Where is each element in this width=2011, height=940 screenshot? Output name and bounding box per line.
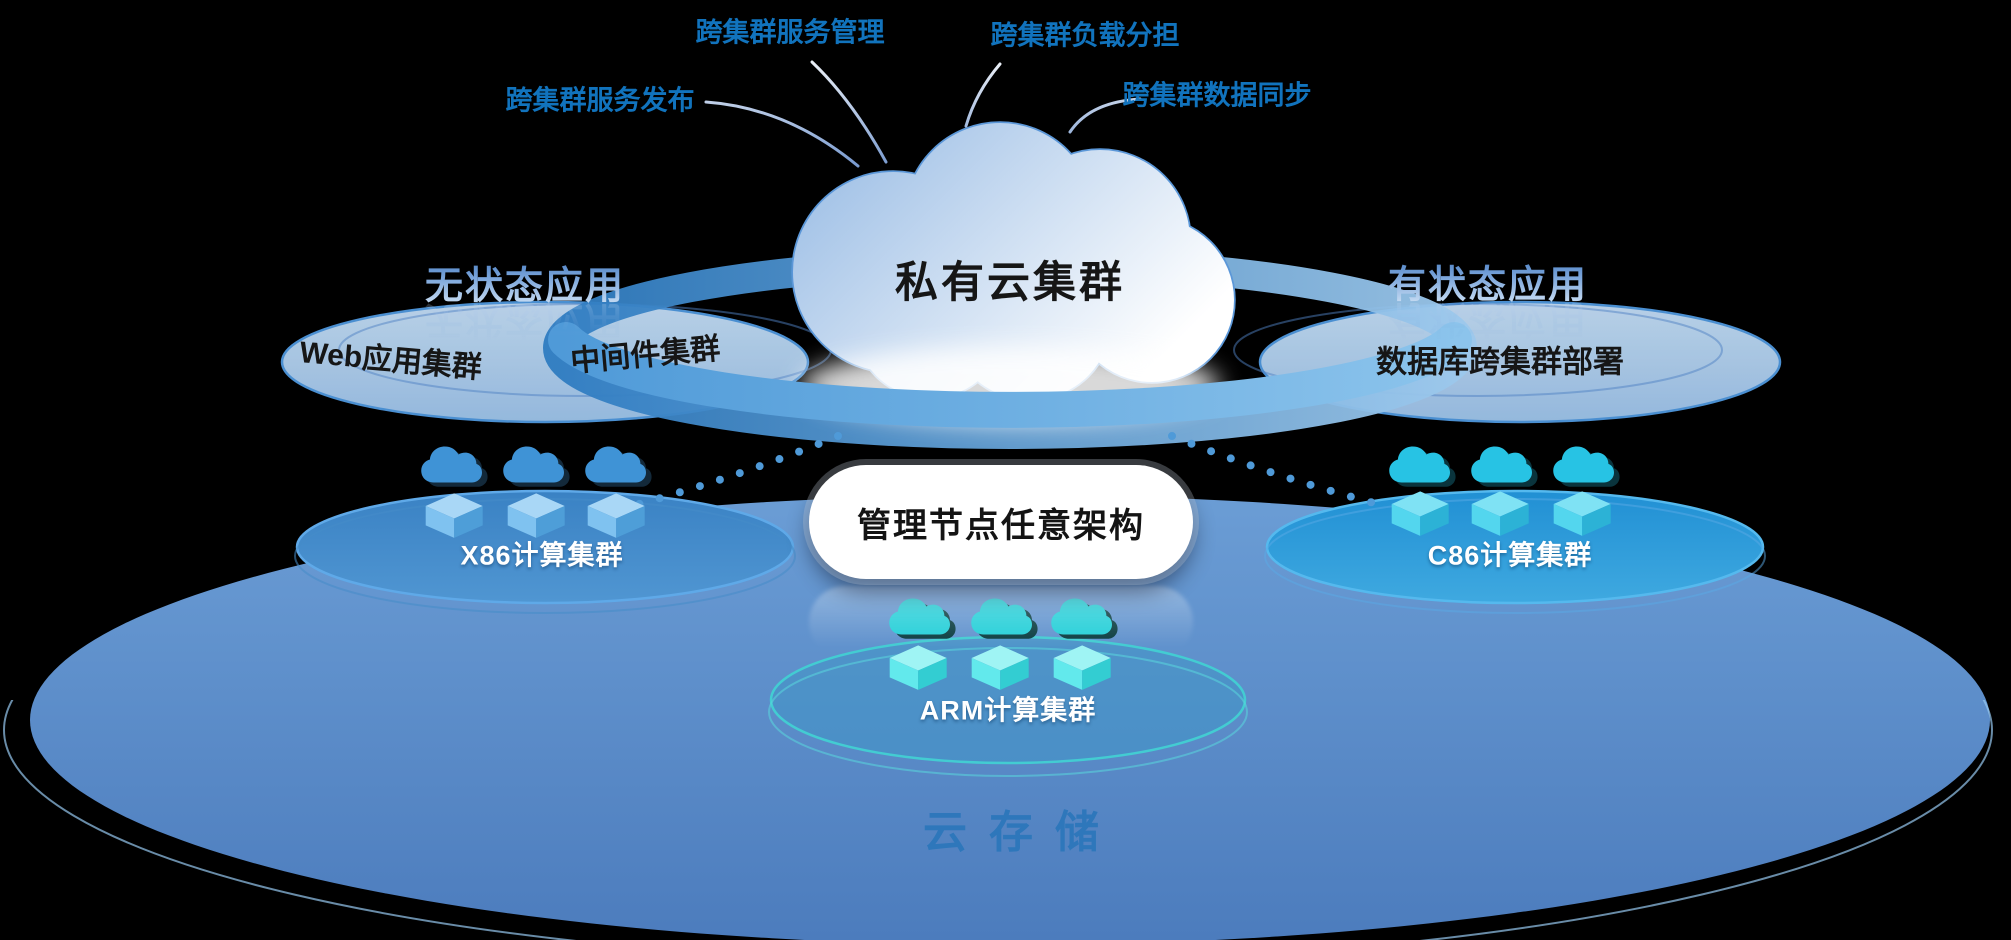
- curve-service-publish: [704, 100, 860, 168]
- stateful-group-title: 有状态应用: [1388, 254, 1588, 309]
- dotted-connector-left: [628, 432, 842, 510]
- private-cloud-title: 私有云集群: [895, 259, 1125, 307]
- curve-data-sync: [1068, 97, 1142, 134]
- management-node-box: 管理节点任意架构: [809, 465, 1193, 579]
- label-cross-cluster-data-sync: 跨集群数据同步: [1122, 80, 1312, 111]
- curve-service-mgmt: [810, 60, 888, 164]
- management-node-label: 管理节点任意架构: [857, 506, 1145, 545]
- label-cross-cluster-service-mgmt: 跨集群服务管理: [695, 17, 885, 48]
- dotted-connector-right: [1168, 432, 1389, 510]
- label-connector-curves: [704, 60, 1142, 168]
- x86-cube-icons: [425, 493, 645, 538]
- database-cross-cluster-label: 数据库跨集群部署: [1376, 344, 1624, 380]
- management-node-reflection: [809, 586, 1193, 658]
- private-cloud-shape: [791, 121, 1236, 423]
- arm-cluster-ellipse: [768, 635, 1248, 777]
- x86-cluster-name: X86计算集群: [460, 540, 624, 571]
- x86-cloud-icons: [421, 446, 652, 487]
- curve-load-sharing: [964, 62, 1002, 128]
- label-cross-cluster-service-publish: 跨集群服务发布: [505, 85, 695, 116]
- arm-cluster-name: ARM计算集群: [919, 695, 1097, 726]
- c86-cloud-icons: [1389, 446, 1620, 487]
- c86-cluster-name: C86计算集群: [1427, 540, 1593, 571]
- cloud-storage-label: 云存储: [923, 808, 1121, 857]
- stateless-group-title: 无状态应用: [425, 255, 625, 310]
- label-cross-cluster-load-sharing: 跨集群负载分担: [990, 20, 1180, 51]
- cluster-orbit-ring-front: [548, 322, 1472, 428]
- c86-cube-icons: [1391, 491, 1611, 536]
